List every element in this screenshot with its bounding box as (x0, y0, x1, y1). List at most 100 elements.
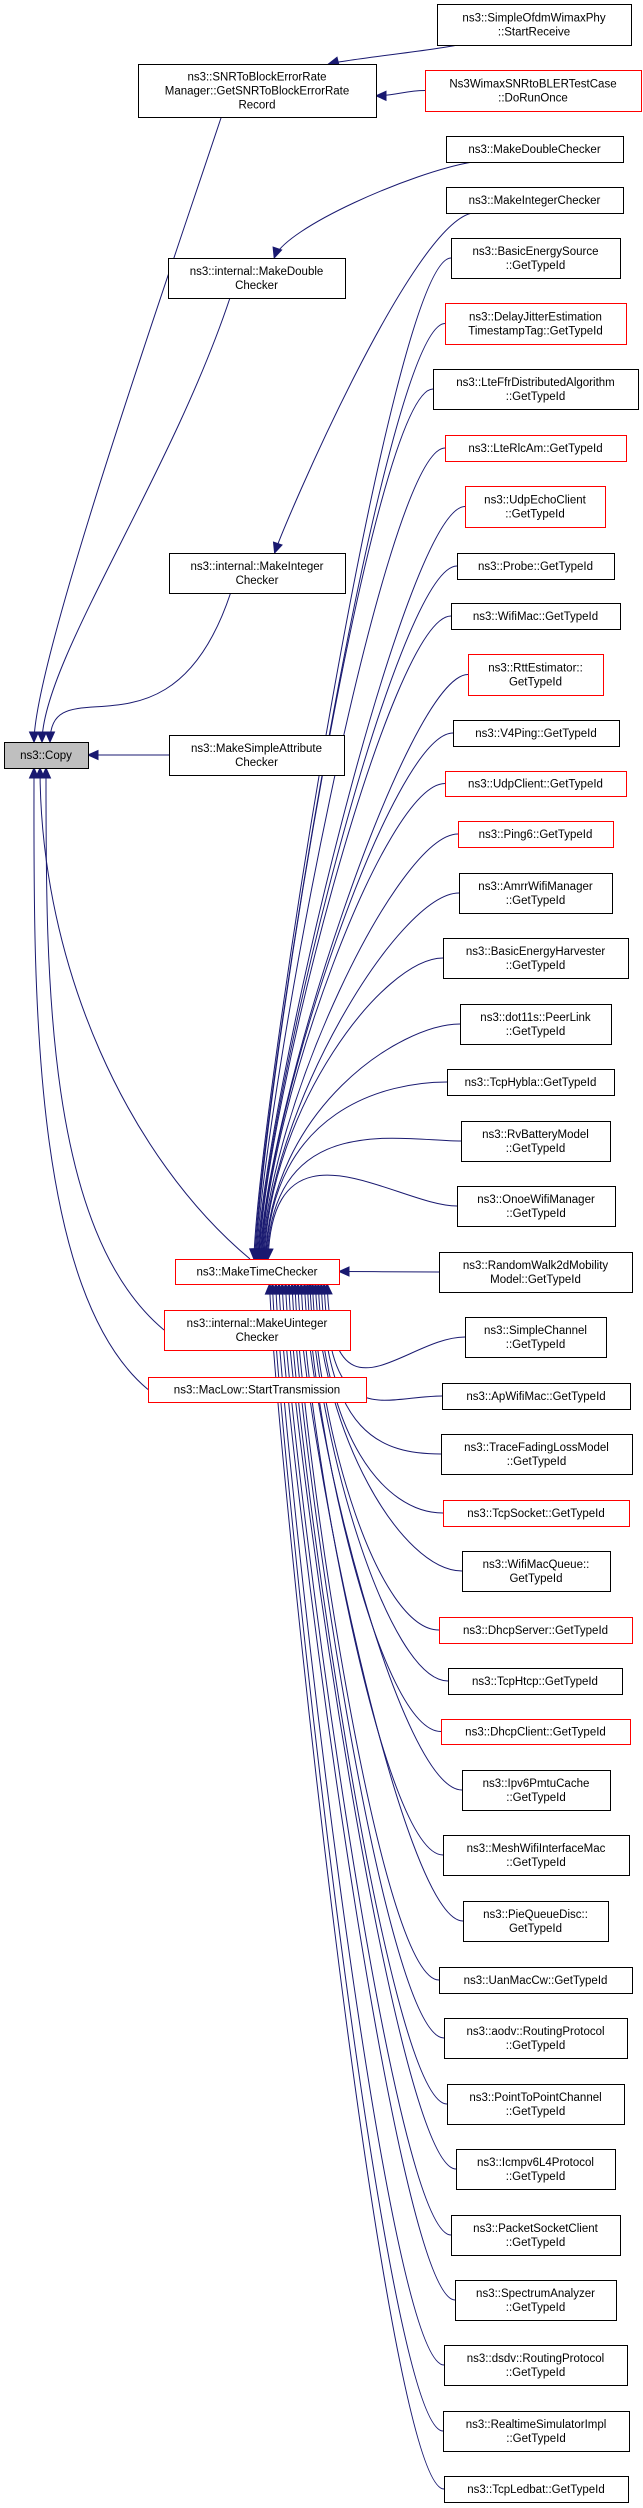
node-ofdm[interactable]: ns3::SimpleOfdmWimaxPhy::StartReceive (437, 4, 632, 46)
node-rtt[interactable]: ns3::RttEstimator::GetTypeId (468, 654, 604, 696)
node-mktime[interactable]: ns3::MakeTimeChecker (175, 1259, 340, 1285)
node-lteffr[interactable]: ns3::LteFfrDistributedAlgorithm::GetType… (433, 369, 639, 410)
node-box[interactable] (458, 821, 614, 848)
node-dhcpclient[interactable]: ns3::DhcpClient::GetTypeId (441, 1719, 631, 1745)
node-onoe[interactable]: ns3::OnoeWifiManager::GetTypeId (457, 1186, 616, 1227)
node-tcpsocket[interactable]: ns3::TcpSocket::GetTypeId (443, 1500, 630, 1527)
node-box[interactable] (169, 735, 345, 776)
node-imkinteger[interactable]: ns3::internal::MakeIntegerChecker (169, 553, 346, 594)
node-box[interactable] (439, 1617, 633, 1644)
node-box[interactable] (451, 603, 621, 630)
node-box[interactable] (443, 2411, 630, 2452)
node-dsdv[interactable]: ns3::dsdv::RoutingProtocol::GetTypeId (444, 2345, 628, 2386)
node-realtime[interactable]: ns3::RealtimeSimulatorImpl::GetTypeId (443, 2411, 630, 2452)
node-box[interactable] (445, 435, 627, 462)
node-tcpledbat[interactable]: ns3::TcpLedbat::GetTypeId (444, 2476, 629, 2503)
node-box[interactable] (148, 1377, 367, 1403)
node-delayjitter[interactable]: ns3::DelayJitterEstimationTimestampTag::… (445, 303, 627, 345)
node-box[interactable] (164, 1310, 351, 1351)
node-box[interactable] (138, 64, 377, 118)
node-probe[interactable]: ns3::Probe::GetTypeId (457, 553, 615, 580)
node-box[interactable] (462, 1770, 611, 1811)
node-box[interactable] (446, 187, 624, 214)
node-box[interactable] (460, 1004, 612, 1045)
node-apwifimac[interactable]: ns3::ApWifiMac::GetTypeId (442, 1383, 631, 1410)
node-box[interactable] (445, 771, 627, 797)
node-box[interactable] (443, 938, 629, 979)
node-amrr[interactable]: ns3::AmrrWifiManager::GetTypeId (459, 873, 613, 914)
node-box[interactable] (456, 2149, 616, 2190)
node-box[interactable] (455, 2280, 617, 2321)
node-box[interactable] (442, 1383, 631, 1410)
node-box[interactable] (439, 1967, 633, 1994)
node-box[interactable] (169, 553, 346, 594)
node-udpecho[interactable]: ns3::UdpEchoClient::GetTypeId (465, 486, 606, 528)
node-box[interactable] (444, 2476, 629, 2503)
node-p2pchannel[interactable]: ns3::PointToPointChannel::GetTypeId (447, 2084, 625, 2125)
node-peerlink[interactable]: ns3::dot11s::PeerLink::GetTypeId (460, 1004, 612, 1045)
node-box[interactable] (451, 2215, 621, 2256)
node-lterlcam[interactable]: ns3::LteRlcAm::GetTypeId (445, 435, 627, 462)
node-v4ping[interactable]: ns3::V4Ping::GetTypeId (453, 720, 620, 747)
node-box[interactable] (451, 238, 621, 279)
node-aodv[interactable]: ns3::aodv::RoutingProtocol::GetTypeId (444, 2018, 628, 2059)
node-box[interactable] (453, 720, 620, 747)
node-box[interactable] (444, 2345, 628, 2386)
node-box[interactable] (444, 2018, 628, 2059)
node-harvester[interactable]: ns3::BasicEnergyHarvester::GetTypeId (443, 938, 629, 979)
node-piequeue[interactable]: ns3::PieQueueDisc::GetTypeId (463, 1901, 609, 1942)
node-box[interactable] (457, 553, 615, 580)
node-box[interactable] (448, 1668, 623, 1695)
node-box[interactable] (441, 1719, 631, 1745)
node-box[interactable] (443, 1835, 630, 1876)
node-uanmaccw[interactable]: ns3::UanMacCw::GetTypeId (439, 1967, 633, 1994)
node-box[interactable] (168, 258, 346, 299)
node-wifimacqueue[interactable]: ns3::WifiMacQueue::GetTypeId (462, 1551, 611, 1592)
node-ipv6pmtu[interactable]: ns3::Ipv6PmtuCache::GetTypeId (462, 1770, 611, 1811)
node-box[interactable] (175, 1259, 340, 1285)
node-udpclient[interactable]: ns3::UdpClient::GetTypeId (445, 771, 627, 797)
node-tracefading[interactable]: ns3::TraceFadingLossModel::GetTypeId (441, 1434, 633, 1475)
node-box[interactable] (445, 303, 627, 345)
node-box[interactable] (439, 1252, 633, 1293)
node-maclow[interactable]: ns3::MacLow::StartTransmission (148, 1377, 367, 1403)
node-meshwifi[interactable]: ns3::MeshWifiInterfaceMac::GetTypeId (443, 1835, 630, 1876)
node-mkinteger[interactable]: ns3::MakeIntegerChecker (446, 187, 624, 214)
node-box[interactable] (425, 70, 642, 112)
node-packetsocket[interactable]: ns3::PacketSocketClient::GetTypeId (451, 2215, 621, 2256)
node-box[interactable] (459, 873, 613, 914)
node-box[interactable] (447, 1069, 615, 1096)
node-wifimac[interactable]: ns3::WifiMac::GetTypeId (451, 603, 621, 630)
node-simplechannel[interactable]: ns3::SimpleChannel::GetTypeId (465, 1317, 607, 1358)
node-ping6[interactable]: ns3::Ping6::GetTypeId (458, 821, 614, 848)
node-randomwalk[interactable]: ns3::RandomWalk2dMobilityModel::GetTypeI… (439, 1252, 633, 1293)
node-mkdouble[interactable]: ns3::MakeDoubleChecker (446, 136, 624, 163)
node-box[interactable] (468, 654, 604, 696)
node-box[interactable] (462, 1551, 611, 1592)
node-box[interactable] (447, 2084, 625, 2125)
node-box[interactable] (465, 1317, 607, 1358)
node-box[interactable] (457, 1186, 616, 1227)
node-tcphtcp[interactable]: ns3::TcpHtcp::GetTypeId (448, 1668, 623, 1695)
node-wimaxtest[interactable]: Ns3WimaxSNRtoBLERTestCase::DoRunOnce (425, 70, 642, 112)
node-snr[interactable]: ns3::SNRToBlockErrorRateManager::GetSNRT… (138, 64, 377, 118)
node-box[interactable] (446, 136, 624, 163)
node-box[interactable] (443, 1500, 630, 1527)
node-box[interactable] (4, 742, 89, 769)
node-spectrum[interactable]: ns3::SpectrumAnalyzer::GetTypeId (455, 2280, 617, 2321)
node-copy[interactable]: ns3::Copy (4, 742, 89, 769)
node-dhcpserver[interactable]: ns3::DhcpServer::GetTypeId (439, 1617, 633, 1644)
node-box[interactable] (441, 1434, 633, 1475)
node-imkdouble[interactable]: ns3::internal::MakeDoubleChecker (168, 258, 346, 299)
node-basicenergy[interactable]: ns3::BasicEnergySource::GetTypeId (451, 238, 621, 279)
node-box[interactable] (433, 369, 639, 410)
node-box[interactable] (461, 1121, 611, 1162)
node-box[interactable] (437, 4, 632, 46)
node-box[interactable] (465, 486, 606, 528)
node-rvbattery[interactable]: ns3::RvBatteryModel::GetTypeId (461, 1121, 611, 1162)
node-box[interactable] (463, 1901, 609, 1942)
node-icmpv6[interactable]: ns3::Icmpv6L4Protocol::GetTypeId (456, 2149, 616, 2190)
node-tcphybla[interactable]: ns3::TcpHybla::GetTypeId (447, 1069, 615, 1096)
